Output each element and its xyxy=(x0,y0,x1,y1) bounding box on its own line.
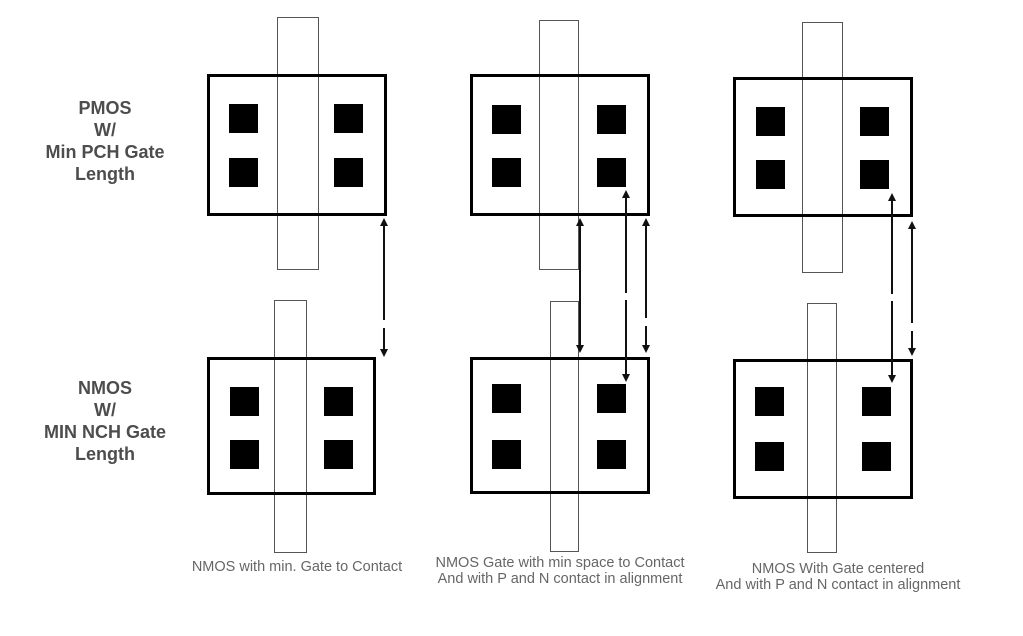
col3-box-spacing-arrow xyxy=(911,331,913,350)
caption-col2: NMOS Gate with min space to Contact And … xyxy=(400,555,720,587)
col2-contact-alignment-arrow-head-top xyxy=(622,190,630,198)
col1-box-spacing-arrow-head-bottom xyxy=(380,349,388,357)
col3-contact-alignment-arrow-head-bottom xyxy=(888,375,896,383)
pmos-row-label-line: PMOS xyxy=(78,98,132,118)
caption-col1: NMOS with min. Gate to Contact xyxy=(137,559,457,576)
col1-nmos-gate xyxy=(274,300,307,553)
col1-nmos-contact-br xyxy=(324,440,353,469)
col3-box-spacing-arrow-head-top xyxy=(908,221,916,229)
col3-pmos-contact-bl xyxy=(756,160,785,189)
caption-col2-line: And with P and N contact in alignment xyxy=(437,570,683,587)
caption-col3-line: And with P and N contact in alignment xyxy=(715,576,961,593)
col2-pmos-contact-tr xyxy=(597,105,626,134)
col2-nmos-contact-br xyxy=(597,440,626,469)
col1-nmos-contact-tl xyxy=(230,387,259,416)
col1-pmos-contact-bl xyxy=(229,158,258,187)
nmos-row-label-line: W/ xyxy=(94,400,116,420)
col3-box-spacing-arrow-head-bottom xyxy=(908,348,916,356)
col1-box-spacing-arrow-head-top xyxy=(380,218,388,226)
col3-nmos-contact-tr xyxy=(862,387,891,416)
caption-col3-line: NMOS With Gate centered xyxy=(751,561,925,577)
col3-pmos-gate xyxy=(802,22,843,273)
col2-gate-spacing-arrow-head-bottom xyxy=(576,345,584,353)
pmos-row-label-line: Min PCH Gate xyxy=(45,142,165,162)
col2-contact-alignment-arrow xyxy=(625,196,627,293)
col1-pmos-active xyxy=(207,74,387,216)
col1-nmos-active xyxy=(207,357,376,495)
nmos-row-label: NMOS W/ MIN NCH Gate Length xyxy=(15,377,195,465)
col3-contact-alignment-arrow xyxy=(891,301,893,377)
col2-nmos-contact-tl xyxy=(492,384,521,413)
col3-pmos-contact-tr xyxy=(860,107,889,136)
col3-nmos-contact-tl xyxy=(755,387,784,416)
col2-nmos-contact-tr xyxy=(597,384,626,413)
col3-nmos-gate xyxy=(807,303,837,553)
col1-box-spacing-arrow xyxy=(383,328,385,351)
col1-pmos-contact-tr xyxy=(334,104,363,133)
col2-nmos-active xyxy=(470,357,650,494)
col3-contact-alignment-arrow-head-top xyxy=(888,193,896,201)
col3-nmos-contact-br xyxy=(862,442,891,471)
col1-nmos-contact-bl xyxy=(230,440,259,469)
pmos-row-label: PMOS W/ Min PCH Gate Length xyxy=(15,97,195,185)
col2-box-spacing-arrow-head-top xyxy=(642,218,650,226)
nmos-row-label-line: MIN NCH Gate xyxy=(43,422,166,442)
col3-nmos-contact-bl xyxy=(755,442,784,471)
col2-nmos-contact-bl xyxy=(492,440,521,469)
col3-contact-alignment-arrow xyxy=(891,199,893,294)
col2-contact-alignment-arrow-head-bottom xyxy=(622,374,630,382)
caption-col2-line: NMOS Gate with min space to Contact xyxy=(435,555,685,571)
col2-nmos-gate xyxy=(550,301,579,552)
col2-box-spacing-arrow-head-bottom xyxy=(642,345,650,353)
col2-box-spacing-arrow xyxy=(645,224,647,318)
col1-pmos-contact-br xyxy=(334,158,363,187)
pmos-row-label-line: W/ xyxy=(94,120,116,140)
pmos-row-label-line: Length xyxy=(75,164,135,184)
col2-box-spacing-arrow xyxy=(645,326,647,347)
col1-box-spacing-arrow xyxy=(383,224,385,320)
col3-pmos-contact-tl xyxy=(756,107,785,136)
col2-pmos-contact-bl xyxy=(492,158,521,187)
caption-col3: NMOS With Gate centered And with P and N… xyxy=(678,561,998,593)
col1-pmos-gate xyxy=(277,17,319,270)
col2-gate-spacing-arrow xyxy=(579,224,581,347)
nmos-row-label-line: NMOS xyxy=(78,378,132,398)
col3-box-spacing-arrow xyxy=(911,227,913,323)
col3-pmos-contact-br xyxy=(860,160,889,189)
col1-pmos-contact-tl xyxy=(229,104,258,133)
col1-nmos-contact-tr xyxy=(324,387,353,416)
col3-nmos-active xyxy=(733,359,913,499)
caption-col1-line: NMOS with min. Gate to Contact xyxy=(191,559,403,575)
col2-gate-spacing-arrow-head-top xyxy=(576,218,584,226)
nmos-row-label-line: Length xyxy=(75,444,135,464)
col3-pmos-active xyxy=(733,77,913,217)
col2-pmos-active xyxy=(470,74,650,216)
col2-pmos-contact-tl xyxy=(492,105,521,134)
col2-pmos-gate xyxy=(539,20,579,270)
col2-contact-alignment-arrow xyxy=(625,300,627,376)
col2-pmos-contact-br xyxy=(597,158,626,187)
